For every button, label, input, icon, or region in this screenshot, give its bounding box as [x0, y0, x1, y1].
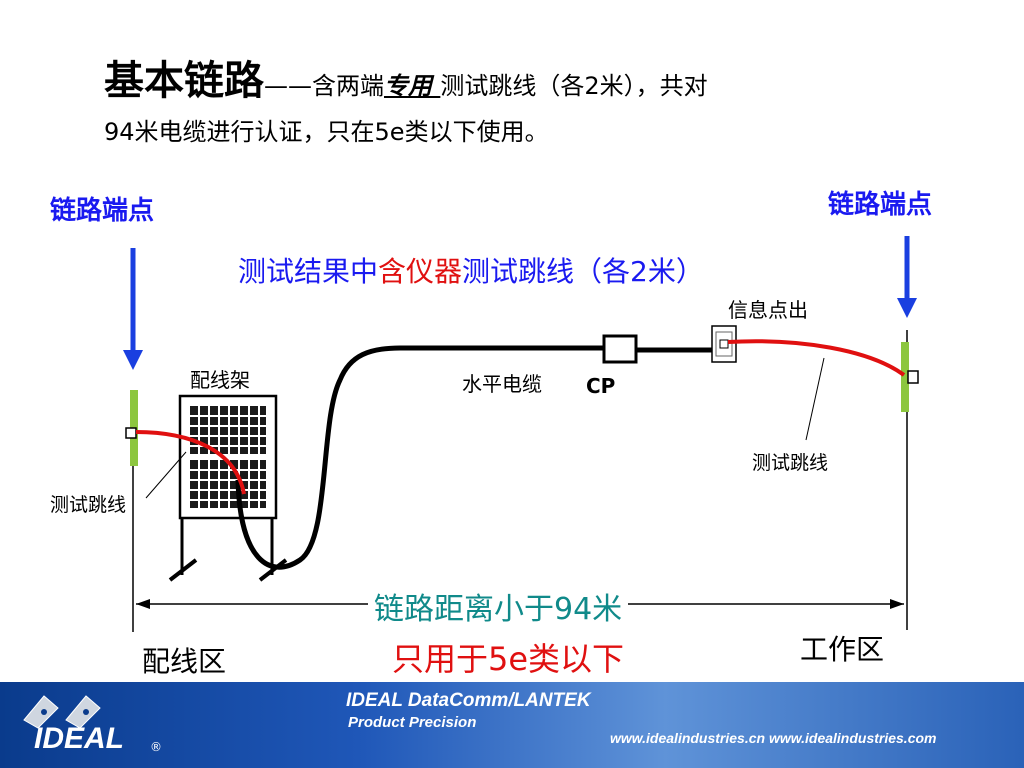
- arrow-left-icon: [123, 248, 143, 370]
- label-cp: CP: [586, 374, 616, 398]
- connector-right: [907, 370, 919, 384]
- result-note-part1: 测试结果中: [238, 255, 379, 288]
- title-main: 基本链路: [104, 58, 264, 104]
- result-note-part2: 测试跳线（各2米）: [462, 255, 704, 288]
- distance-label: 链路距离小于94米: [368, 584, 629, 628]
- test-jumper-right: [727, 339, 906, 377]
- endpoint-label-right: 链路端点: [828, 190, 933, 220]
- cp-box: [602, 334, 638, 364]
- footer-tagline: Product Precision: [348, 714, 477, 731]
- patch-rack-icon: [168, 394, 288, 582]
- limit-note: 只用于5e类以下: [392, 640, 625, 678]
- link-diagram: [123, 236, 919, 632]
- ideal-logo-graphic-icon: [23, 695, 101, 729]
- label-test-jumper-left: 测试跳线: [50, 494, 127, 516]
- label-outlet: 信息点出: [728, 298, 808, 322]
- footer-urls: www.idealindustries.cn www.idealindustri…: [610, 730, 937, 746]
- arrow-right-icon: [897, 236, 917, 318]
- title-line2: 94米电缆进行认证，只在5e类以下使用。: [104, 118, 549, 146]
- footer-brand: IDEAL DataComm/LANTEK: [346, 690, 591, 711]
- pointer-jumper-right: [805, 357, 825, 441]
- connector-left: [125, 427, 137, 439]
- endpoint-bar-right: [901, 342, 909, 412]
- title-dash: ——: [264, 72, 312, 100]
- ideal-logo: IDEAL: [34, 722, 124, 755]
- zone-label-work-area: 工作区: [800, 633, 885, 666]
- label-patch-rack: 配线架: [190, 368, 250, 392]
- title-part2: 测试跳线（各2米），共对: [440, 72, 708, 100]
- test-jumper-left: [135, 430, 246, 495]
- label-test-jumper-right: 测试跳线: [752, 452, 829, 474]
- horizontal-cable: [235, 345, 604, 570]
- label-horizontal-cable: 水平电缆: [462, 372, 542, 396]
- pointer-jumper-left: [145, 451, 187, 499]
- result-note: 测试结果中含仪器测试跳线（各2米）: [238, 250, 704, 290]
- endpoint-label-left: 链路端点: [50, 196, 155, 226]
- registered-mark: ®: [150, 740, 162, 754]
- slide-title: 基本链路——含两端专用 测试跳线（各2米），共对: [104, 48, 708, 106]
- title-underlined: 专用: [384, 72, 441, 100]
- title-part1: 含两端: [312, 72, 384, 100]
- outlet-icon: [711, 325, 737, 363]
- footer-banner: IDEAL ® IDEAL DataComm/LANTEK Product Pr…: [0, 682, 1024, 768]
- zone-label-distribution: 配线区: [142, 645, 227, 678]
- result-note-red: 含仪器: [378, 255, 463, 288]
